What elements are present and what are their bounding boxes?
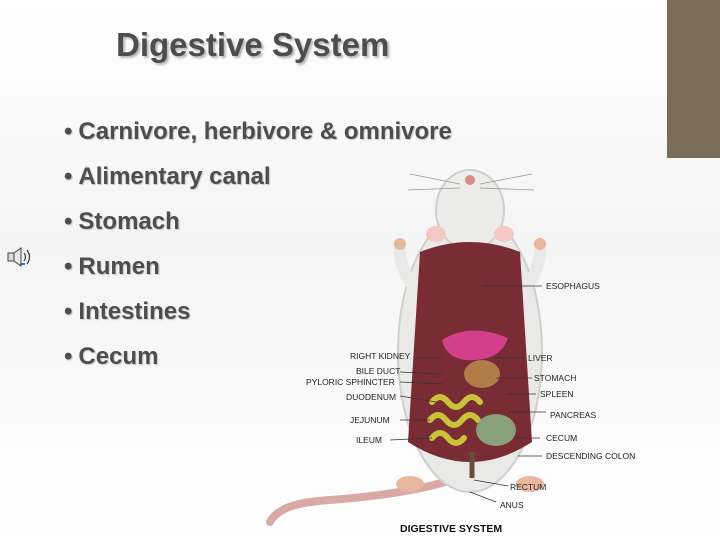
bullet-dot: • [64, 343, 73, 370]
bullet-dot: • [64, 118, 73, 145]
label-pyloric-sphincter: PYLORIC SPHINCTER [306, 377, 395, 387]
bullet-item: •Rumen [64, 255, 452, 300]
bullet-text: Alimentary canal [78, 163, 271, 190]
bullet-item: •Stomach [64, 210, 452, 255]
label-pancreas: PANCREAS [550, 410, 596, 420]
speaker-icon[interactable] [6, 245, 34, 269]
label-descending-colon: DESCENDING COLON [546, 451, 635, 461]
label-spleen: SPLEEN [540, 389, 574, 399]
bullet-item: •Carnivore, herbivore & omnivore [64, 120, 452, 165]
bullet-item: •Cecum [64, 345, 452, 390]
label-jejunum: JEJUNUM [350, 415, 390, 425]
label-liver: LIVER [528, 353, 553, 363]
bullet-text: Cecum [78, 343, 159, 370]
bullet-list: •Carnivore, herbivore & omnivore •Alimen… [64, 120, 452, 390]
figure-caption: DIGESTIVE SYSTEM [400, 523, 502, 535]
bullet-text: Stomach [78, 208, 180, 235]
label-right-kidney: RIGHT KIDNEY [350, 351, 411, 361]
slide-title: Digestive System [116, 26, 390, 63]
label-ileum: ILEUM [356, 435, 382, 445]
bullet-item: •Alimentary canal [64, 165, 452, 210]
label-esophagus: ESOPHAGUS [546, 281, 600, 291]
bullet-dot: • [64, 253, 73, 280]
bullet-dot: • [64, 298, 73, 325]
bullet-text: Intestines [78, 298, 191, 325]
bullet-item: •Intestines [64, 300, 452, 345]
bullet-dot: • [64, 163, 73, 190]
bullet-text: Rumen [78, 253, 160, 280]
bullet-text: Carnivore, herbivore & omnivore [78, 118, 452, 145]
label-anus: ANUS [500, 500, 524, 510]
bullet-dot: • [64, 208, 73, 235]
accent-bar [667, 0, 720, 158]
rat-digestive-diagram: RIGHT KIDNEY BILE DUCT PYLORIC SPHINCTER… [260, 162, 700, 540]
label-cecum: CECUM [546, 433, 577, 443]
label-stomach: STOMACH [534, 373, 576, 383]
label-bile-duct: BILE DUCT [356, 366, 400, 376]
label-rectum: RECTUM [510, 482, 546, 492]
label-duodenum: DUODENUM [346, 392, 396, 402]
